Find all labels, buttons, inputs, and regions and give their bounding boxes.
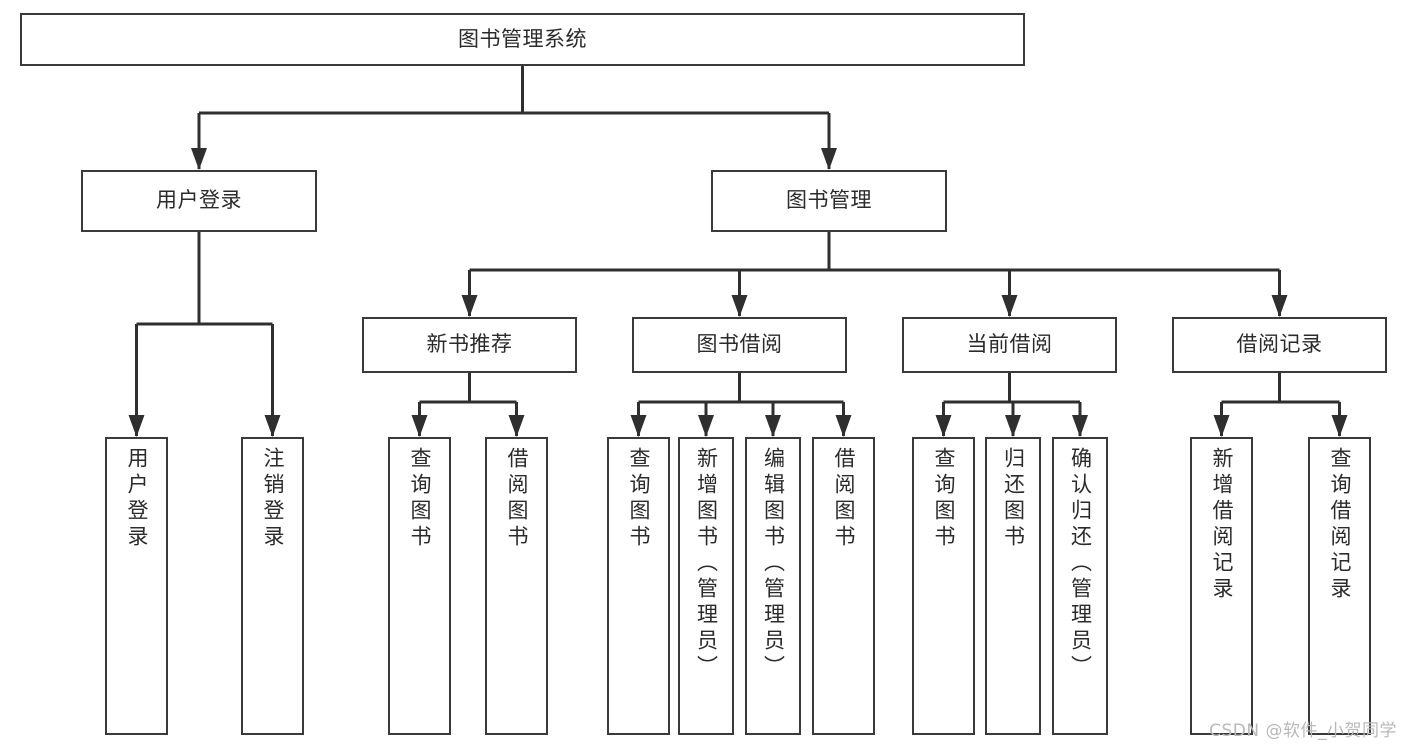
node-new-book-rec: 新书推荐 — [362, 317, 577, 373]
csdn-watermark: CSDN @软件_小贺同学 — [1209, 721, 1397, 741]
node-root: 图书管理系统 — [20, 13, 1025, 66]
node-leaf-edit-book: 编辑图书（管理员） — [745, 437, 801, 735]
node-leaf-query-book-2: 查询图书 — [607, 437, 670, 735]
node-label: 确认归还（管理员） — [1068, 447, 1093, 681]
node-label: 当前借阅 — [966, 332, 1053, 357]
node-label: 用户登录 — [125, 447, 149, 551]
node-borrow-record: 借阅记录 — [1172, 317, 1387, 373]
node-label: 新增图书（管理员） — [694, 447, 719, 681]
node-leaf-confirm-return: 确认归还（管理员） — [1052, 437, 1108, 735]
node-label: 查询图书 — [627, 447, 651, 551]
node-leaf-user-logout: 注销登录 — [241, 437, 304, 735]
node-label: 查询图书 — [408, 447, 432, 551]
node-label: 新增借阅记录 — [1210, 447, 1234, 603]
node-leaf-return-book: 归还图书 — [985, 437, 1041, 735]
node-label: 图书管理系统 — [458, 26, 587, 51]
node-label: 查询借阅记录 — [1328, 447, 1352, 603]
node-leaf-query-book-1: 查询图书 — [388, 437, 451, 735]
node-leaf-borrow-book-2: 借阅图书 — [812, 437, 875, 735]
node-leaf-add-book: 新增图书（管理员） — [678, 437, 734, 735]
node-label: 图书管理 — [786, 188, 872, 213]
node-label: 查询图书 — [932, 447, 956, 551]
node-current-borrow: 当前借阅 — [902, 317, 1117, 373]
node-leaf-query-record: 查询借阅记录 — [1308, 437, 1371, 735]
node-leaf-add-record: 新增借阅记录 — [1190, 437, 1253, 735]
node-label: 借阅记录 — [1236, 332, 1323, 357]
node-user-login: 用户登录 — [81, 170, 317, 232]
node-label: 借阅图书 — [832, 447, 856, 551]
node-label: 新书推荐 — [426, 332, 513, 357]
node-label: 借阅图书 — [505, 447, 529, 551]
node-label: 编辑图书（管理员） — [761, 447, 786, 681]
node-book-borrow: 图书借阅 — [632, 317, 847, 373]
node-leaf-user-login: 用户登录 — [105, 437, 168, 735]
node-leaf-query-book-3: 查询图书 — [912, 437, 975, 735]
node-label: 注销登录 — [261, 447, 285, 551]
node-book-manage: 图书管理 — [711, 170, 947, 232]
node-leaf-borrow-book-1: 借阅图书 — [485, 437, 548, 735]
node-label: 用户登录 — [156, 188, 242, 213]
node-label: 图书借阅 — [696, 332, 783, 357]
node-label: 归还图书 — [1001, 447, 1026, 551]
